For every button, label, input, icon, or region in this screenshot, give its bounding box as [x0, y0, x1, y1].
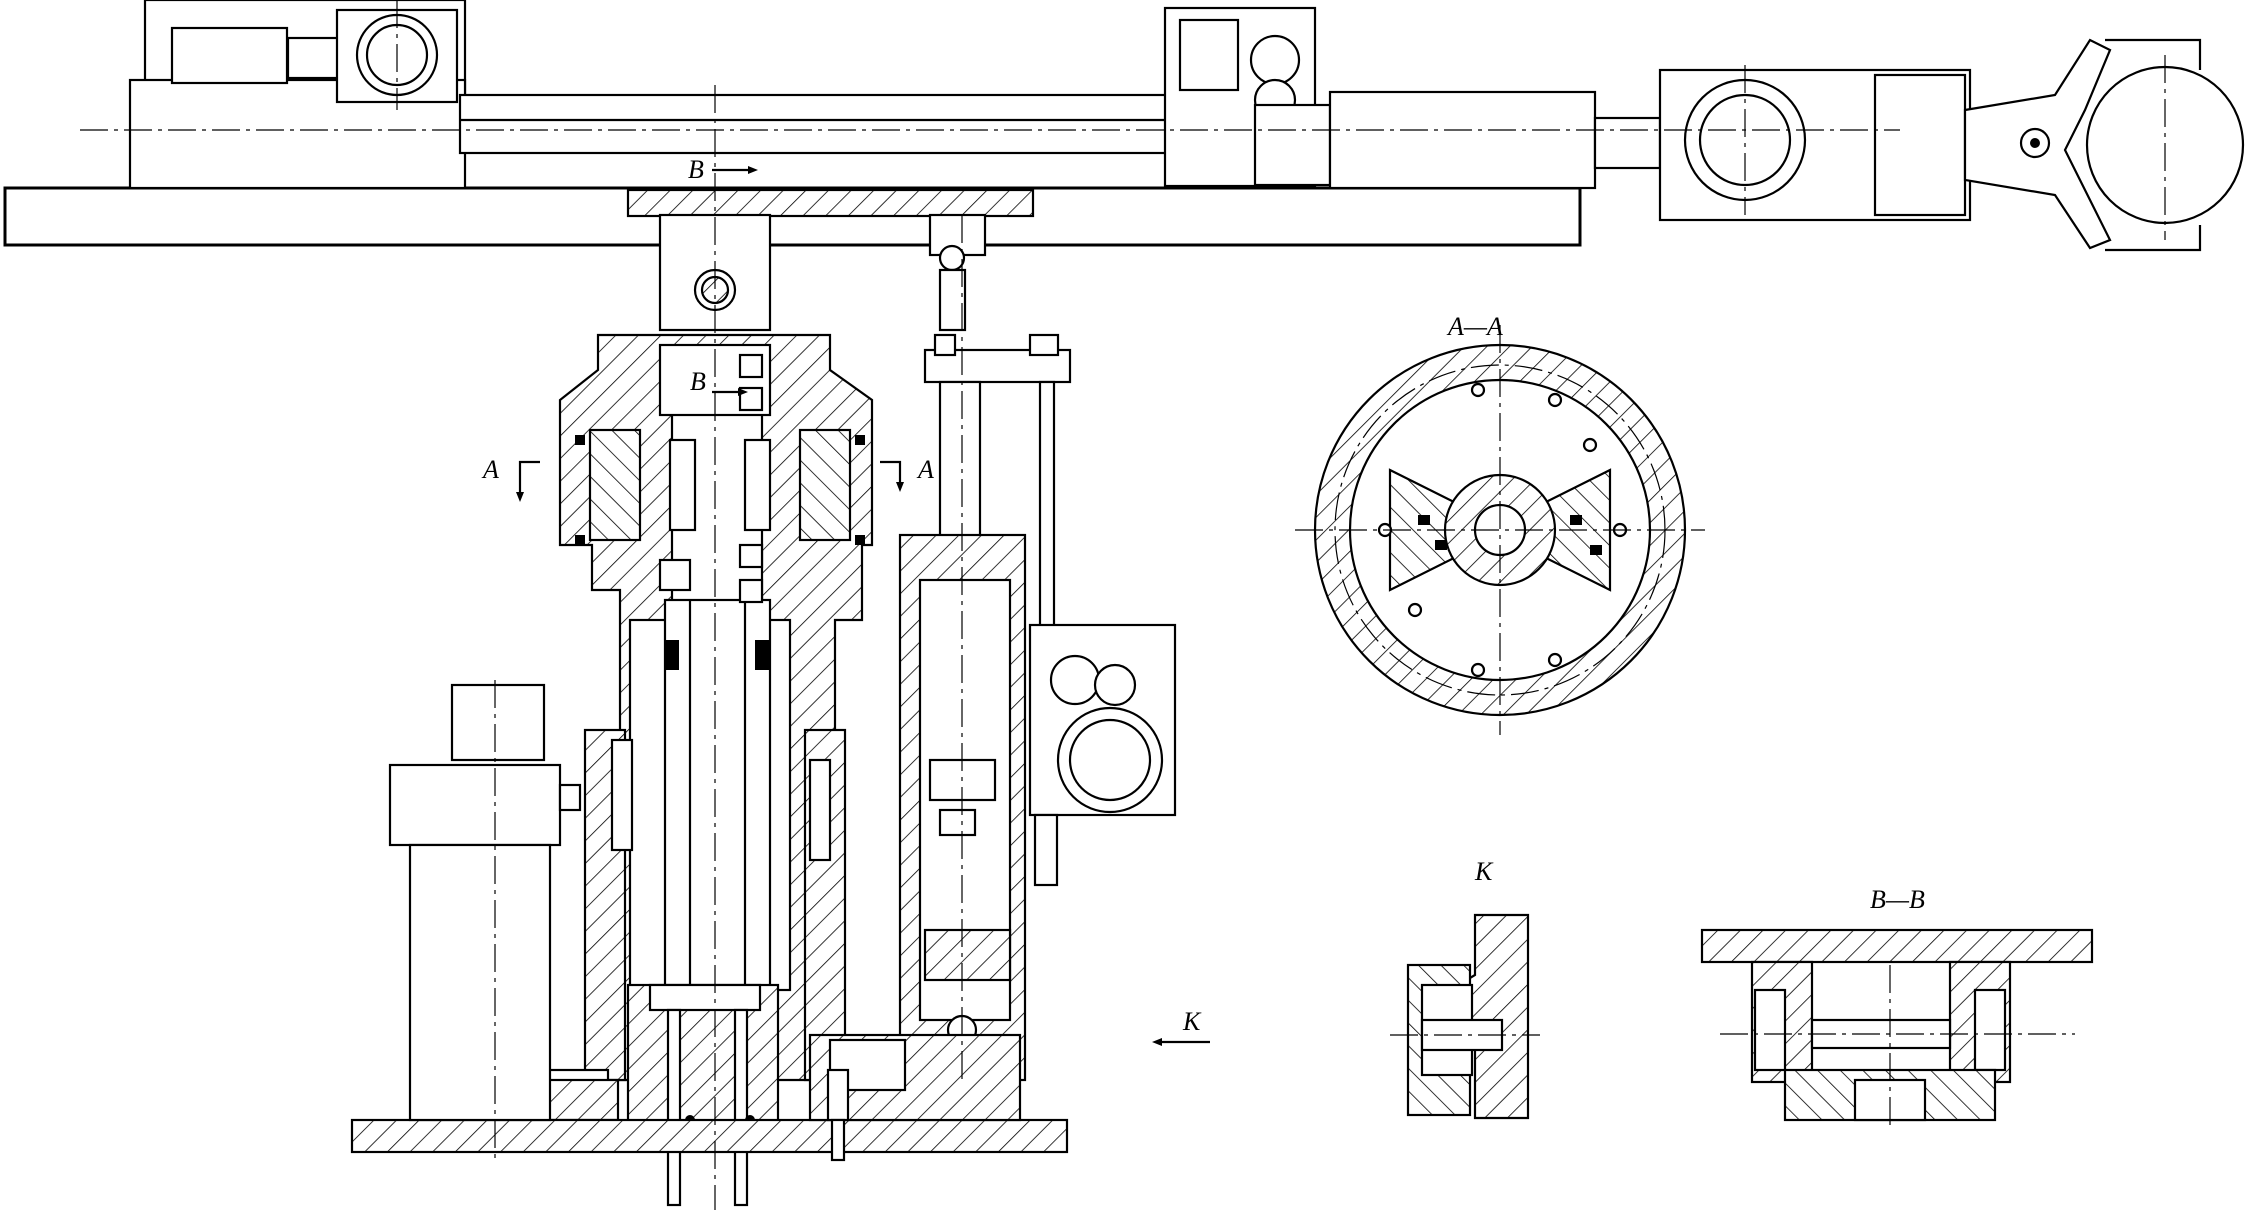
gripper-wheel [1683, 78, 1807, 202]
hydraulic-cylinder [1328, 90, 1597, 190]
view-arrow-k-label: K [1182, 1007, 1202, 1036]
section-bb-title: B—B [1870, 885, 1925, 914]
section-aa-title: A—A [1446, 312, 1503, 341]
piston-rod [663, 598, 772, 992]
guide-rod [458, 93, 1172, 155]
section-aa: A—A [1295, 312, 1705, 735]
base-plate [350, 1118, 1069, 1154]
slide-plate [626, 188, 1035, 218]
view-k-title: K [1474, 857, 1494, 886]
cut-label-b-mid: B [690, 367, 706, 396]
motor-body [170, 26, 289, 85]
arm-beam [3, 186, 1582, 247]
cut-marker-a: A A B [481, 367, 934, 502]
horizontal-arm-assembly [3, 0, 2245, 252]
view-arrow-k: K [1152, 1007, 1210, 1046]
cut-label-a-right: A [916, 455, 934, 484]
vertical-cylinder [808, 213, 1177, 1162]
view-k: K [1390, 857, 1540, 1120]
drive-motor [388, 680, 582, 1160]
cut-label-b-top: B [688, 155, 704, 184]
section-bb: B—B [1700, 885, 2094, 1125]
cut-marker-b-top: B [688, 155, 758, 184]
cut-label-a-left: A [481, 455, 499, 484]
